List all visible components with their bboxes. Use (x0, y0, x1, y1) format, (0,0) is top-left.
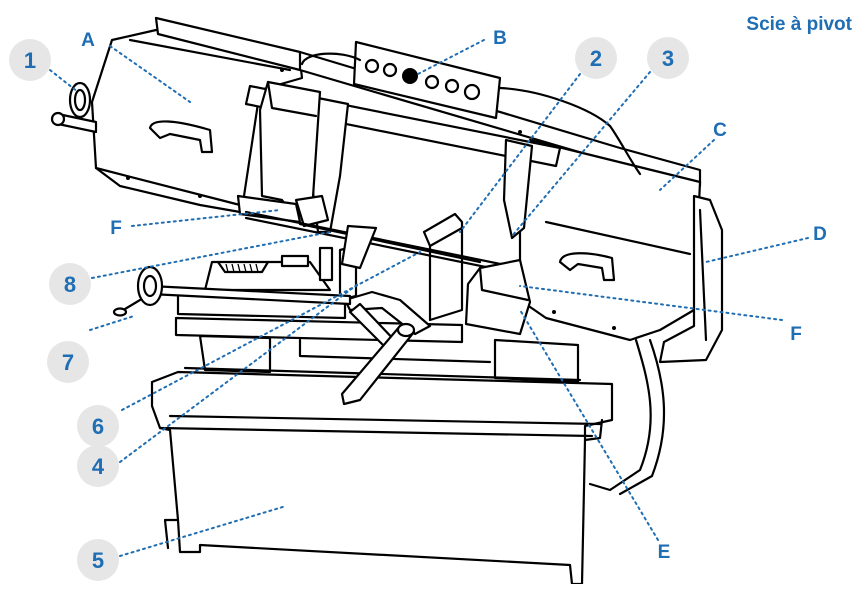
tension-handle (50, 81, 98, 134)
callout-2: 2 (575, 37, 617, 79)
callout-1: 1 (9, 39, 51, 81)
callout-D: D (813, 224, 827, 245)
callout-8: 8 (49, 263, 91, 305)
callout-E: E (658, 542, 671, 563)
machine-drawing (50, 16, 724, 586)
svg-text:1: 1 (24, 48, 36, 73)
svg-text:8: 8 (64, 272, 76, 297)
svg-text:3: 3 (662, 46, 674, 71)
svg-text:6: 6 (92, 414, 104, 439)
callout-A: A (81, 30, 95, 51)
stand (150, 370, 614, 586)
callout-4: 4 (77, 445, 119, 487)
number-callouts: 1 2 3 8 7 6 4 (9, 37, 689, 581)
saw-head (90, 16, 724, 496)
handwheel (112, 265, 164, 317)
callout-F-right: F (790, 324, 802, 345)
callout-7: 7 (47, 341, 89, 383)
svg-text:7: 7 (62, 350, 74, 375)
svg-text:4: 4 (92, 454, 105, 479)
callout-5: 5 (77, 539, 119, 581)
callout-B: B (493, 28, 507, 49)
svg-text:5: 5 (92, 548, 104, 573)
diagram-title: Scie à pivot (746, 14, 852, 35)
callout-6: 6 (77, 405, 119, 447)
leader-lines (49, 39, 809, 557)
callout-3: 3 (647, 37, 689, 79)
callout-C: C (713, 120, 727, 141)
svg-text:2: 2 (590, 46, 602, 71)
letter-callouts: A B C D F F E (81, 28, 827, 563)
callout-F-left: F (110, 218, 122, 239)
bed-and-vise (148, 212, 582, 406)
